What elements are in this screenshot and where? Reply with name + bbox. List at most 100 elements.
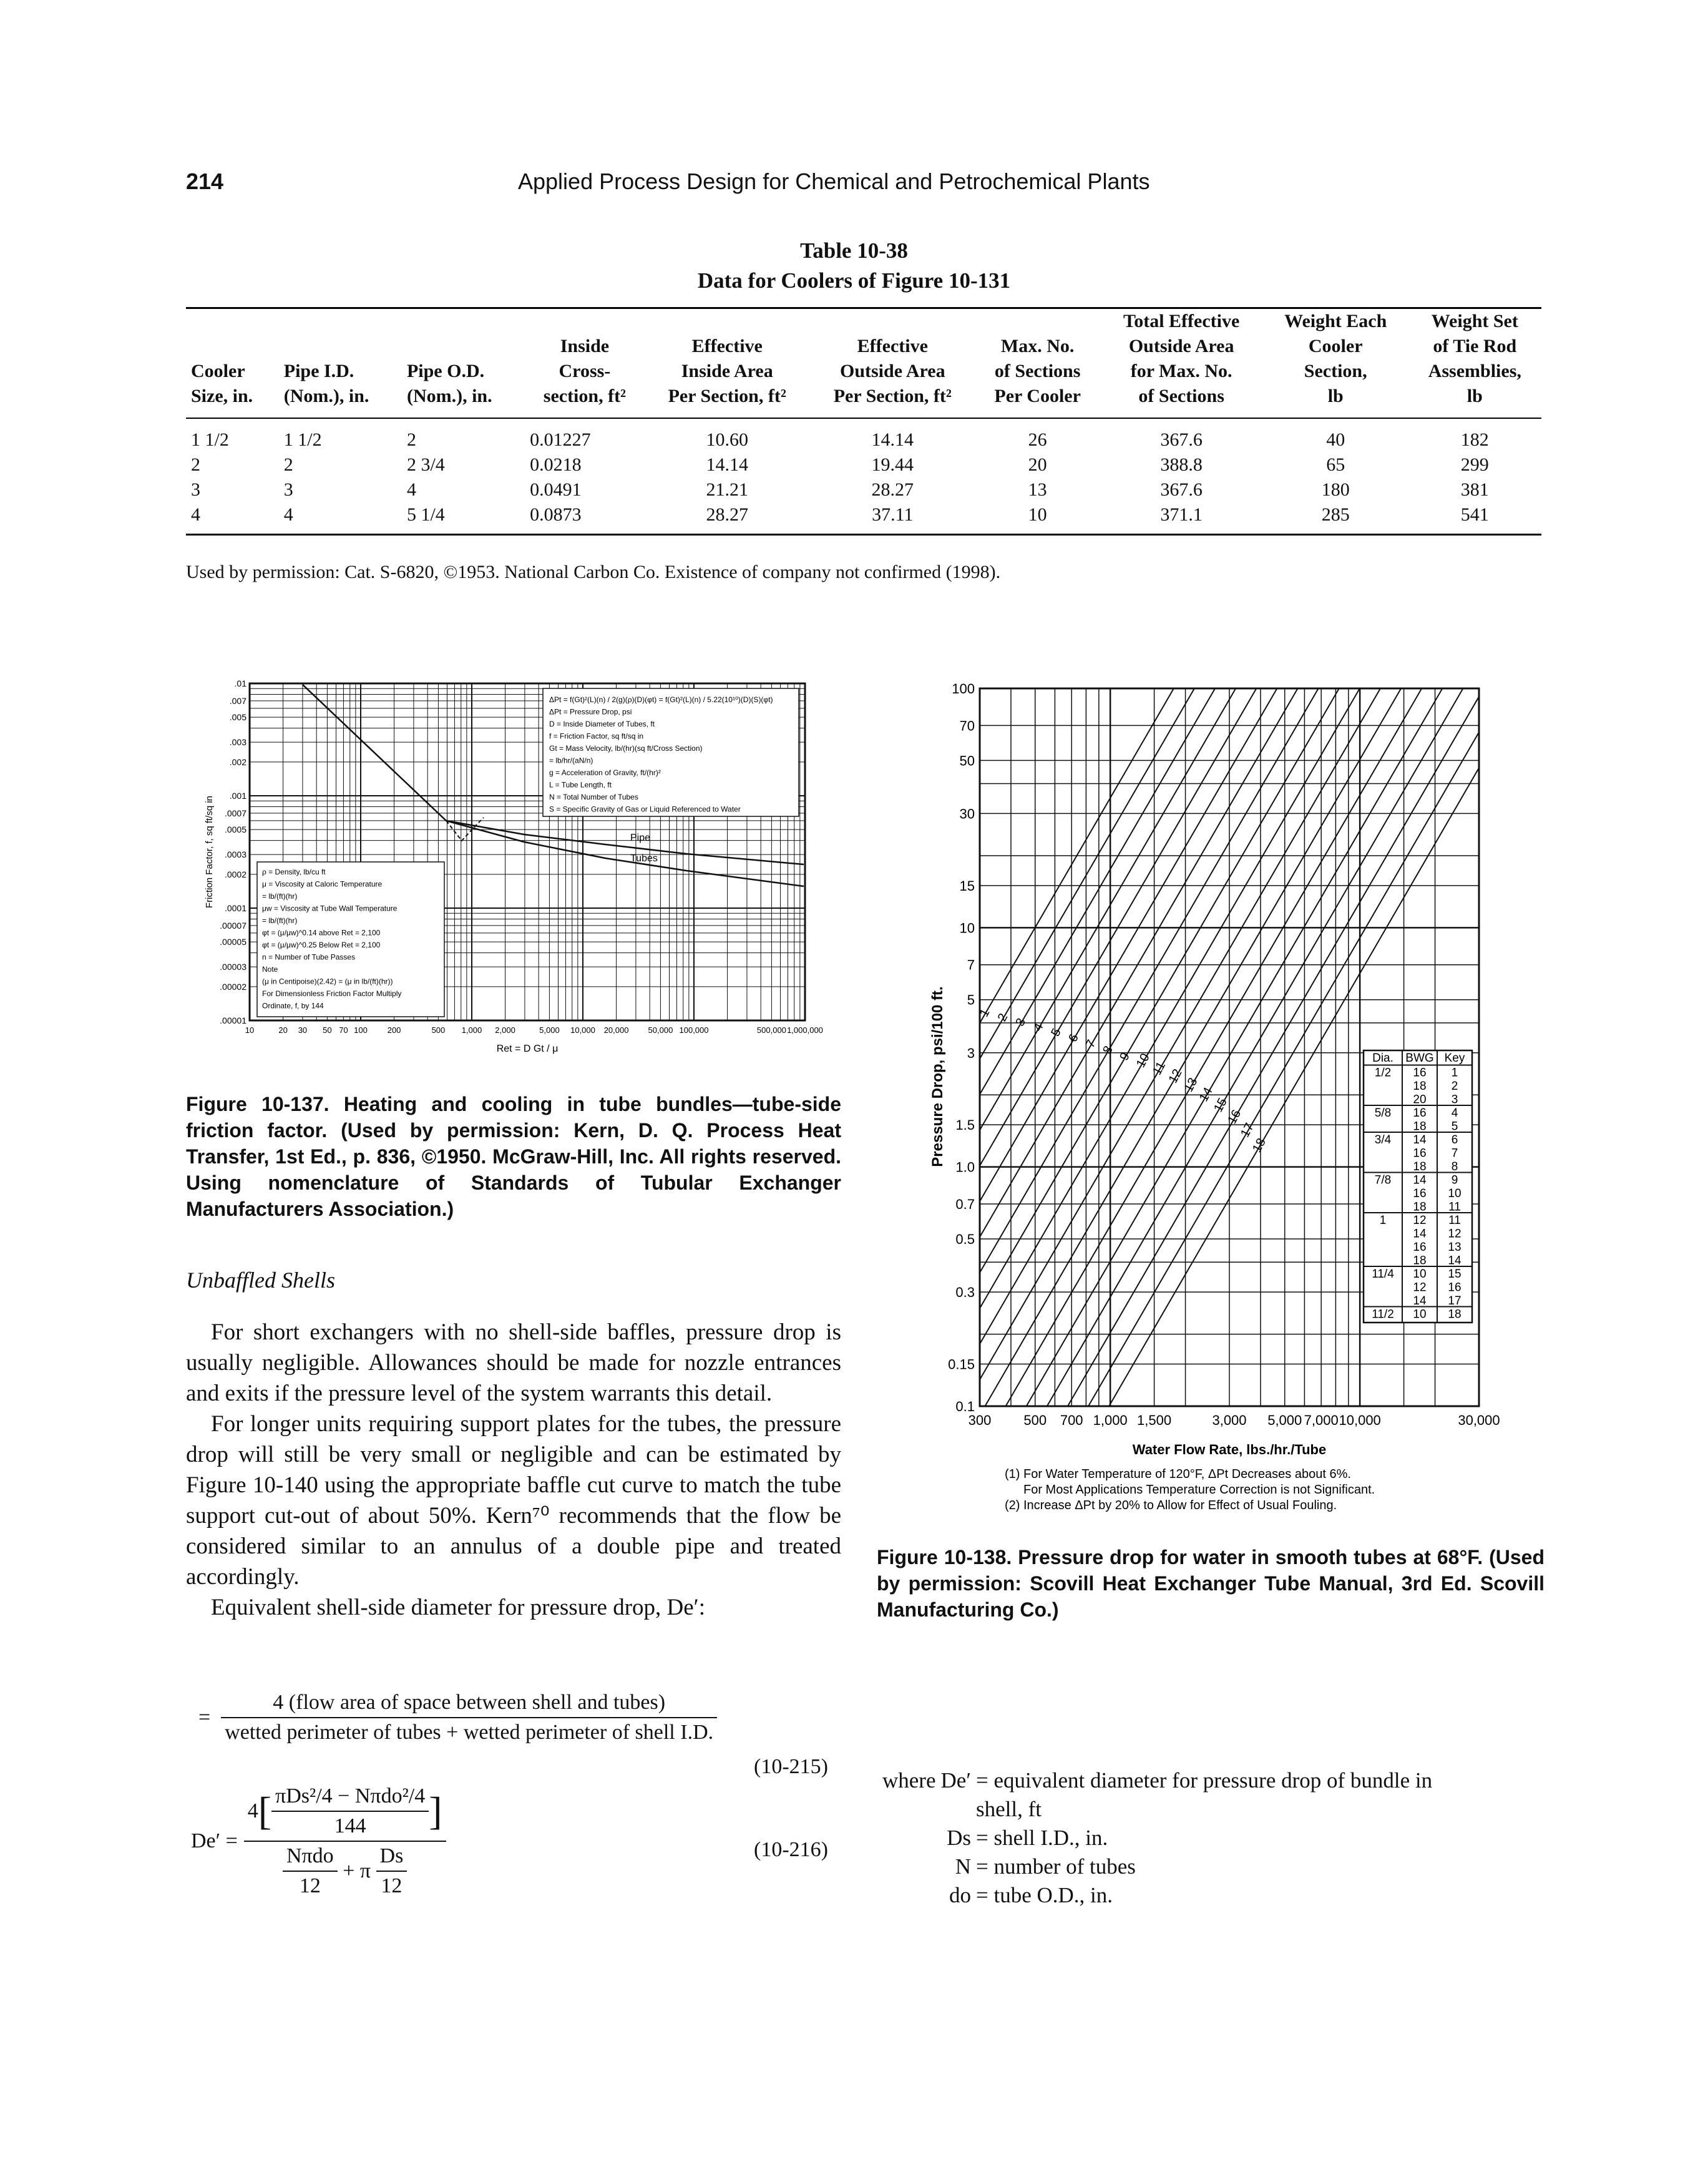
definition-row: N = number of tubes: [880, 1852, 1471, 1881]
friction-factor-chart: .01.007.005.003.002.001.0007.0005.0003.0…: [204, 678, 823, 1054]
key-bwg: 14: [1413, 1133, 1427, 1147]
tube-line: [1088, 731, 1480, 1407]
definition-row: Ds = shell I.D., in.: [880, 1824, 1471, 1852]
legend-line: ΔPt = Pressure Drop, psi: [549, 708, 632, 717]
paragraph: Equivalent shell-side diameter for press…: [211, 1595, 706, 1620]
table-cell: 388.8: [1160, 454, 1203, 475]
key-bwg: 10: [1413, 1268, 1426, 1281]
figure-138-caption: Figure 10-138. Pressure drop for water i…: [877, 1546, 1545, 1621]
y-tick-label: 0.1: [955, 1399, 975, 1414]
definition-text: = equivalent diameter for pressure drop …: [975, 1768, 1433, 1821]
legend-top: ΔPt = f(Gt)²(L)(n) / 2(g)(ρ)(D)(φt) = f(…: [549, 695, 773, 814]
table-cell: 4: [191, 504, 200, 525]
legend-line: = lb/hr/(aN/n): [549, 756, 593, 765]
paragraph: For longer units requiring support plate…: [186, 1411, 841, 1590]
y-tick-label: .005: [230, 712, 246, 722]
table-cell: 40: [1326, 429, 1345, 450]
column-header: Pipe O.D.(Nom.), in.: [406, 361, 492, 406]
key-number: 5: [1452, 1120, 1458, 1133]
eq215-denominator: wetted perimeter of tubes + wetted perim…: [225, 1721, 714, 1744]
key-dia: 1: [1380, 1214, 1387, 1227]
key-header: BWG: [1405, 1052, 1433, 1065]
x-tick-label: 1,000,000: [787, 1025, 823, 1035]
figure-137-caption: Figure 10-137. Heating and cooling in tu…: [186, 1093, 841, 1220]
x-tick-label: 30,000: [1458, 1412, 1500, 1428]
legend-line: S = Specific Gravity of Gas or Liquid Re…: [549, 805, 741, 814]
legend-line: f = Friction Factor, sq ft/sq in: [549, 732, 643, 741]
y-tick-label: .002: [230, 757, 246, 767]
key-number: 18: [1448, 1308, 1461, 1321]
tube-line: [979, 688, 1381, 1380]
table-cell: 2 3/4: [406, 454, 445, 475]
x-axis-label: Water Flow Rate, lbs./hr./Tube: [1133, 1442, 1326, 1457]
y-tick-label: 0.7: [955, 1196, 975, 1212]
y-axis-label: Friction Factor, f, sq ft/sq in: [204, 796, 215, 908]
definition-row: do = tube O.D., in.: [880, 1881, 1471, 1910]
paragraph: For short exchangers with no shell-side …: [186, 1319, 841, 1406]
key-bwg: 14: [1413, 1174, 1427, 1187]
legend-line: For Dimensionless Friction Factor Multip…: [262, 989, 401, 998]
key-number: 8: [1452, 1160, 1458, 1173]
x-tick-label: 100: [354, 1025, 368, 1035]
definition-symbol: do: [949, 1883, 971, 1907]
legend-line: Ordinate, f, by 144: [262, 1002, 324, 1010]
table-cell: 65: [1326, 454, 1345, 475]
eq216-inner-numerator: πDs²/4 − Nπdo²/4: [271, 1782, 429, 1812]
tube-line: [1025, 688, 1443, 1407]
key-bwg: 20: [1413, 1093, 1426, 1107]
definition-symbol: N: [955, 1854, 971, 1879]
table-cell: 1 1/2: [283, 429, 322, 450]
table-cell: 367.6: [1160, 479, 1203, 500]
tube-line: [979, 688, 1340, 1309]
key-number: 2: [1452, 1080, 1458, 1093]
plot-grid: [979, 688, 1480, 1407]
tube-line: [984, 688, 1402, 1407]
legend-top-box: [542, 688, 799, 817]
x-tick-label: 7,000: [1304, 1412, 1339, 1428]
tube-line: [979, 688, 1278, 1202]
y-tick-label: .007: [230, 696, 246, 706]
legend-line: Gt = Mass Velocity, lb/(hr)(sq ft/Cross …: [549, 744, 703, 753]
x-tick-label: 10,000: [570, 1025, 595, 1035]
table-cell: 10: [1028, 504, 1047, 525]
table-cell: 10.60: [706, 429, 748, 450]
eq216-inner-denominator: 144: [334, 1814, 366, 1837]
y-tick-label: .0002: [225, 869, 246, 879]
eq216-label: (10-216): [754, 1838, 828, 1861]
x-tick-label: 50: [323, 1025, 331, 1035]
y-tick-label: 5: [967, 992, 975, 1008]
table-note: Used by permission: Cat. S-6820, ©1953. …: [186, 562, 1001, 582]
x-tick-label: 30: [298, 1025, 307, 1035]
x-tick-label: 300: [969, 1412, 992, 1428]
y-tick-label: .001: [230, 791, 246, 801]
where-prefix: where: [882, 1768, 936, 1793]
eq216-den-b-num: Ds: [376, 1842, 407, 1872]
y-tick-label: .0001: [225, 903, 246, 913]
y-tick-label: .0007: [225, 808, 246, 818]
table-cell: 0.0218: [530, 454, 582, 475]
key-bwg: 16: [1413, 1147, 1426, 1160]
x-tick-label: 1,500: [1137, 1412, 1171, 1428]
tube-line: [1067, 696, 1480, 1407]
tube-line: [979, 688, 1319, 1273]
x-tick-label: 70: [339, 1025, 348, 1035]
legend-line: μ = Viscosity at Caloric Temperature: [262, 880, 383, 889]
y-tick-label: 15: [960, 878, 975, 894]
y-tick-label: .003: [230, 737, 246, 747]
key-number: 3: [1452, 1093, 1458, 1107]
tube-line: [979, 688, 1257, 1167]
y-tick-label: 1.5: [955, 1117, 975, 1133]
key-bwg: 10: [1413, 1308, 1426, 1321]
table-title-block: Table 10-38 Data for Coolers of Figure 1…: [0, 236, 1708, 296]
equation-10-216: De′ = 4 [ πDs²/4 − Nπdo²/4 144 ] Nπdo 12…: [191, 1782, 446, 1900]
key-dia: 1/2: [1375, 1067, 1391, 1080]
equation-10-215: = 4 (flow area of space between shell an…: [198, 1688, 718, 1747]
table-cell: 4: [283, 504, 293, 525]
